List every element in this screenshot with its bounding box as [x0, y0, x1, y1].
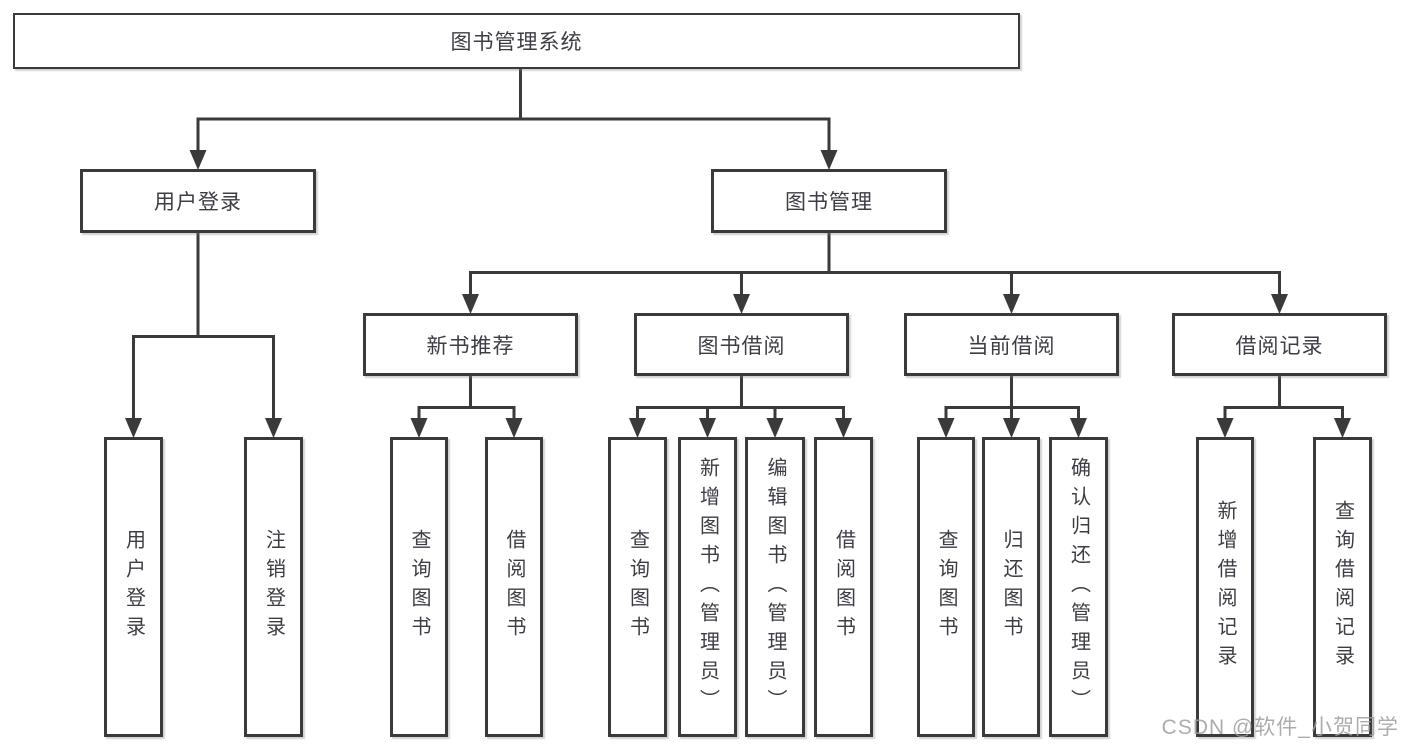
node-current-borrowing: 当前借阅	[904, 313, 1119, 376]
leaf-user-login: 用户登录	[104, 437, 163, 737]
node-borrowing-records: 借阅记录	[1172, 313, 1387, 376]
leaf-bb-edit-book-admin: 编辑图书（管理员）	[745, 437, 805, 737]
node-book-management: 图书管理	[711, 169, 947, 233]
node-library-management-system: 图书管理系统	[13, 13, 1020, 69]
leaf-cb-query-book: 查询图书	[917, 437, 975, 737]
leaf-rec-borrow-book: 借阅图书	[485, 437, 543, 737]
leaf-logout: 注销登录	[244, 437, 303, 737]
leaf-cb-return-book: 归还图书	[982, 437, 1040, 737]
node-book-borrowing: 图书借阅	[634, 313, 849, 376]
csdn-watermark: CSDN @软件_小贺同学	[1161, 716, 1399, 739]
leaf-rec-query-book: 查询图书	[390, 437, 448, 737]
leaf-cb-confirm-return-admin: 确认归还（管理员）	[1049, 437, 1108, 737]
leaf-br-query-record: 查询借阅记录	[1313, 437, 1372, 737]
leaf-bb-borrow-book: 借阅图书	[814, 437, 873, 737]
leaf-br-add-record: 新增借阅记录	[1196, 437, 1254, 737]
arrowhead-icons	[125, 150, 1351, 438]
node-new-book-recommendation: 新书推荐	[363, 313, 578, 376]
leaf-bb-add-book-admin: 新增图书（管理员）	[678, 437, 737, 737]
leaf-bb-query-book: 查询图书	[608, 437, 667, 737]
node-user-login: 用户登录	[80, 169, 316, 233]
